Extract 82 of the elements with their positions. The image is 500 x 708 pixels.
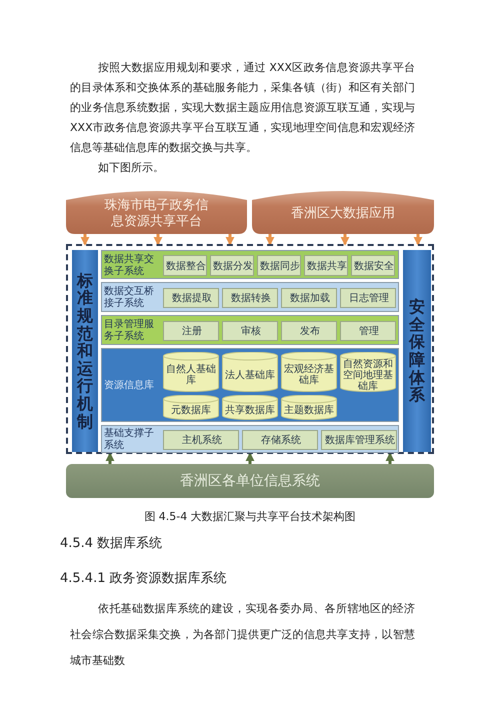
arrow xyxy=(154,234,162,246)
arrow xyxy=(414,234,422,246)
database-label: 元数据库 xyxy=(170,404,212,418)
module-label: 管理 xyxy=(358,325,380,339)
layer-label: 数据共享交换子系统 xyxy=(104,252,155,278)
arrow xyxy=(226,234,234,246)
module-label: 数据整合 xyxy=(165,260,207,274)
module-label: 数据同步 xyxy=(259,260,301,274)
module-label: 数据共享 xyxy=(306,260,348,274)
module-label: 数据分发 xyxy=(212,260,254,274)
arrow xyxy=(386,452,394,464)
layer-label: 目录管理服务子系统 xyxy=(104,318,155,344)
module-box xyxy=(210,255,254,276)
module-box xyxy=(163,255,207,276)
layer-label: 数据交互桥接子系统 xyxy=(104,284,155,311)
base-bar xyxy=(66,464,434,498)
database-cylinder xyxy=(340,352,396,392)
module-label: 发布 xyxy=(299,325,321,339)
arrow xyxy=(266,234,274,246)
module-label: 存储系统 xyxy=(260,434,302,448)
module-box xyxy=(222,321,278,341)
database-cylinder xyxy=(222,395,278,420)
module-box xyxy=(163,430,239,450)
arrow xyxy=(80,234,90,246)
cloud-shape xyxy=(252,188,434,234)
layer-band xyxy=(101,425,399,453)
database-cylinder xyxy=(222,352,278,392)
module-label: 主机系统 xyxy=(181,434,223,448)
database-cylinder xyxy=(163,352,219,392)
module-box xyxy=(257,255,301,276)
database-label: 共享数据库 xyxy=(224,404,276,418)
layer-band xyxy=(101,315,399,345)
module-box xyxy=(163,288,219,308)
database-cylinder xyxy=(281,395,337,420)
layer-label: 基础支撑子系统 xyxy=(104,426,155,453)
module-box xyxy=(281,288,337,308)
cloud-shape xyxy=(66,188,247,234)
module-label: 日志管理 xyxy=(348,292,390,306)
subsection-heading: 4.5.4.1 政务资源数据库系统 xyxy=(60,570,228,588)
module-box xyxy=(281,321,337,341)
module-box xyxy=(340,321,396,341)
arrow xyxy=(106,452,114,464)
module-box xyxy=(222,288,278,308)
database-label: 自然资源和空间地理基础库 xyxy=(342,360,394,390)
section-heading: 4.5.4 数据库系统 xyxy=(60,535,164,553)
module-box xyxy=(321,430,397,450)
column-label: 标准规范和运行机制 xyxy=(77,272,93,430)
layer-band xyxy=(101,250,399,279)
module-label: 审核 xyxy=(240,324,262,339)
dashed-frame xyxy=(66,244,434,454)
cloud-label: 香洲区大数据应用 xyxy=(290,205,396,223)
module-box xyxy=(242,430,318,450)
paragraph: 按照大数据应用规划和要求，通过 XXX区政务信息资源共享平台的目录体系和交换体系的基础服务能力，采集各镇（街）和区有关部门的业务信息系统数据，实现大数据主题应用信息资源互联互通，实现与 XXX市政务信息资源共享平台互联互通，实现地理空间信息和宏观经济信息等基础信息库的数据交换与共享。 xyxy=(70,60,415,156)
database-label: 主题数据库 xyxy=(283,404,335,418)
column-label: 安全保障体系 xyxy=(409,298,425,404)
cloud-label: 珠海市电子政务信息资源共享平台 xyxy=(104,197,210,231)
paragraph: 如下图所示。 xyxy=(97,160,165,176)
module-label: 数据库管理系统 xyxy=(324,434,396,448)
database-label: 宏观经济基础库 xyxy=(283,362,335,388)
module-label: 数据提取 xyxy=(171,292,213,306)
database-label: 法人基础库 xyxy=(224,368,276,382)
bar-label: 香洲区各单位信息系统 xyxy=(179,472,321,491)
paragraph: 依托基础数据库系统的建设，实现各委办局、各所辖地区的经济社会综合数据采集交换，为各部门提供更广泛的信息共享支持，以智慧城市基础数 xyxy=(70,601,415,669)
layer-band xyxy=(101,348,399,422)
layer-label: 资源信息库 xyxy=(104,378,155,393)
module-box xyxy=(304,255,348,276)
layer-band xyxy=(101,282,399,312)
module-label: 数据加载 xyxy=(289,292,331,306)
module-label: 注册 xyxy=(181,324,203,339)
module-label: 数据安全 xyxy=(353,260,395,274)
side-column xyxy=(403,250,431,452)
module-box xyxy=(351,255,395,276)
module-box xyxy=(340,288,396,308)
module-label: 数据转换 xyxy=(230,292,272,306)
module-box xyxy=(163,321,219,341)
database-label: 自然人基础库 xyxy=(165,362,217,388)
arrow xyxy=(340,234,350,246)
arrow xyxy=(246,452,254,464)
database-cylinder xyxy=(281,352,337,392)
database-cylinder xyxy=(163,395,219,420)
side-column xyxy=(72,250,98,452)
figure-caption: 图 4.5-4 大数据汇聚与共享平台技术架构图 xyxy=(143,509,357,524)
